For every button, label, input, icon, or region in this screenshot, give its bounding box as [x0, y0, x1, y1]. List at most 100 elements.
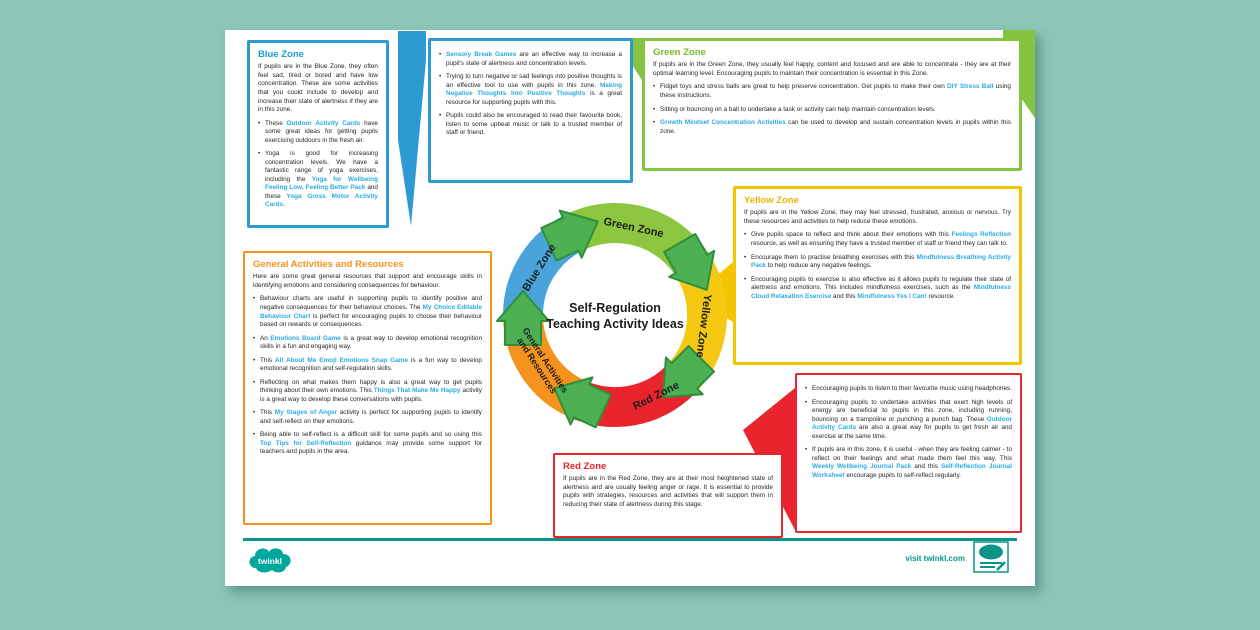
bullet-marker: • — [253, 378, 256, 386]
green-zone-card: Green Zone If pupils are in the Green Zo… — [642, 38, 1022, 171]
bullet-item: • This All About Me Emoji Emotions Snap G… — [253, 357, 482, 374]
cycle-arrow-icon — [496, 290, 550, 346]
yellow-zone-title: Yellow Zone — [744, 195, 799, 206]
resource-link[interactable]: Making Negative Thoughts Into Positive T… — [446, 81, 622, 98]
resource-link[interactable]: My Stages of Anger — [274, 409, 338, 417]
bullet-item: •Sitting or bouncing on a ball to undert… — [653, 106, 1011, 115]
red-zone-title: Red Zone — [563, 461, 607, 472]
bullet-text: Encouraging pupils to listen to their fa… — [812, 385, 1012, 394]
twinkl-logo-text: twinkl — [258, 556, 282, 566]
bullet-item: •Fidget toys and stress balls are great … — [653, 83, 1011, 100]
green-zone-intro: If pupils are in the Green Zone, they us… — [653, 61, 1011, 77]
bullet-marker: • — [258, 150, 261, 158]
resource-link[interactable]: Growth Mindset Concentration Activities — [660, 119, 786, 127]
text-segment: is a great resource for supporting pupil… — [446, 90, 623, 106]
poster-page: Blue Zone If pupils are in the Blue Zone… — [225, 30, 1035, 586]
sensory-card: •Sensory Break Games are an effective wa… — [428, 38, 633, 183]
bullet-item: •Sensory Break Games are an effective wa… — [439, 51, 622, 68]
bullet-marker: • — [253, 334, 256, 342]
bullet-item: •If pupils are in this zone, it is usefu… — [805, 446, 1012, 480]
bullet-item: • Encouraging pupils to listen to their f… — [805, 385, 1012, 394]
resource-link[interactable]: Mindfulness Breathing Activity Pack — [751, 253, 1011, 270]
resource-link[interactable]: DIY Stress Ball — [947, 83, 994, 91]
bullet-item: •Give pupils space to reflect and think … — [744, 231, 1011, 248]
bullet-item: •Behaviour charts are useful in supporti… — [253, 295, 482, 329]
bullet-text: Behaviour charts are useful in supportin… — [260, 295, 482, 329]
text-segment: to help reduce any negative feelings. — [765, 262, 872, 270]
sensory-bullet-list: •Sensory Break Games are an effective wa… — [439, 51, 622, 138]
text-segment: is perfect for encouraging pupils to cho… — [260, 312, 482, 329]
bullet-text: Reflecting on what makes them happy is a… — [260, 379, 482, 405]
text-segment: resource. — [926, 292, 956, 300]
visit-link[interactable]: visit twinkl.com — [905, 554, 965, 563]
red-zone-card: Red Zone If pupils are in the Red Zone, … — [553, 453, 783, 538]
bullet-marker: • — [744, 275, 747, 283]
text-segment: Pupils could also be encouraged to read … — [446, 112, 622, 137]
resource-link[interactable]: Things That Make Me Happy — [373, 387, 461, 395]
bullet-text: Give pupils space to reflect and think a… — [751, 231, 1011, 248]
bullet-text: Growth Mindset Concentration Activities … — [660, 119, 1011, 136]
bullet-marker: • — [805, 385, 808, 392]
text-segment: activity is a great way to develop these… — [260, 387, 482, 403]
text-segment: Being able to self-reflect is a difficul… — [260, 431, 482, 439]
bullet-text: An Emotions Board Game is a great way to… — [260, 335, 482, 352]
resource-link[interactable]: Yoga Gross Motor Activity Cards — [265, 192, 378, 209]
text-segment: activity is perfect for supporting pupil… — [260, 409, 482, 425]
cycle-arrow-icon — [663, 233, 716, 291]
bullet-item: • Encouraging pupils to exercise is also … — [744, 276, 1011, 302]
cycle-arrow-icon — [662, 345, 715, 399]
text-segment: This — [260, 356, 276, 364]
bullet-item: •Growth Mindset Concentration Activities… — [653, 119, 1011, 136]
cycle-arrow-icon — [553, 376, 612, 429]
cycle-arrow-icon — [540, 209, 599, 262]
text-segment: and this — [831, 292, 858, 300]
resource-link[interactable]: Sensory Break Games — [446, 51, 517, 58]
bullet-text: This All About Me Emoji Emotions Snap Ga… — [260, 357, 482, 374]
bullet-text: Sensory Break Games are an effective way… — [446, 51, 622, 68]
resource-link[interactable]: My Choice Editable Behaviour Chart — [260, 303, 482, 320]
resource-link[interactable]: Self-Reflection Journal Worksheet — [812, 463, 1012, 479]
resource-link[interactable]: Mindfulness Yes I Can! — [857, 292, 927, 300]
text-segment: have some great ideas for getting pupils… — [265, 119, 378, 144]
text-segment: encourage pupils to self-reflect regular… — [844, 471, 961, 479]
text-segment: are an effective way to increase a pupil… — [446, 51, 622, 67]
resource-link[interactable]: Outdoor Activity Cards — [286, 119, 361, 127]
text-segment: Fidget toys and stress balls are great t… — [660, 83, 948, 91]
text-segment: These — [265, 119, 287, 127]
resource-link[interactable]: All About Me Emoji Emotions Snap Game — [275, 356, 409, 364]
blue-zone-card: Blue Zone If pupils are in the Blue Zone… — [247, 40, 389, 228]
general-activities-card: General Activities and Resources Here ar… — [243, 251, 492, 525]
twinkl-badge-icon — [973, 541, 1009, 578]
text-segment: resource, as well as ensuring they have … — [751, 239, 1008, 247]
bullet-item: •Pupils could also be encouraged to read… — [439, 112, 622, 138]
resource-link[interactable]: Yoga for Wellbeing Feeling Low, Feeling … — [265, 175, 378, 192]
general-activities-bullet-list: • Behaviour charts are useful in supporti… — [253, 295, 482, 456]
text-segment: and this — [911, 463, 942, 471]
yellow-zone-card: Yellow Zone If pupils are in the Yellow … — [733, 186, 1022, 365]
zones-cycle-diagram: Green Zone Yellow Zone Red Zone General … — [490, 190, 740, 440]
text-segment: Encourage them to practise breathing exe… — [751, 253, 917, 261]
bullet-text: Encouraging pupils to exercise is also e… — [751, 276, 1011, 302]
bullet-text: Trying to turn negative or sad feelings … — [446, 73, 622, 107]
text-segment: An — [260, 334, 271, 342]
text-segment: Encouraging pupils to undertake activiti… — [812, 398, 1012, 423]
resource-link[interactable]: Mindfulness Cloud Relaxation Exercise — [751, 284, 1011, 300]
text-segment: is a fun way to develop emotional recogn… — [260, 356, 482, 373]
text-segment: Behaviour charts are useful in supportin… — [260, 295, 482, 311]
blue-zone-title: Blue Zone — [258, 49, 304, 60]
bullet-marker: • — [253, 356, 256, 364]
resource-link[interactable]: Feelings Reflection — [951, 231, 1011, 239]
resource-link[interactable]: Top Tips for Self-Reflection — [260, 439, 352, 447]
bullet-marker: • — [258, 119, 261, 127]
resource-link[interactable]: Emotions Board Game — [270, 334, 341, 342]
resource-link[interactable]: Outdoor Activity Cards — [812, 415, 1012, 432]
text-segment: can be used to develop and sustain conce… — [660, 119, 1012, 135]
bullet-item: •Encouraging pupils to undertake activit… — [805, 399, 1012, 442]
text-segment: Sitting or bouncing on a ball to underta… — [660, 105, 936, 113]
red-zone-bullet-list: • Encouraging pupils to listen to their f… — [805, 385, 1012, 480]
bullet-text: This My Stages of Anger activity is perf… — [260, 409, 482, 426]
resource-link[interactable]: Weekly Wellbeing Journal Pack — [812, 463, 912, 471]
general-activities-intro: Here are some great general resources th… — [253, 273, 482, 289]
bullet-text: Yoga is good for increasing concentratio… — [265, 150, 378, 210]
bullet-marker: • — [744, 253, 747, 261]
